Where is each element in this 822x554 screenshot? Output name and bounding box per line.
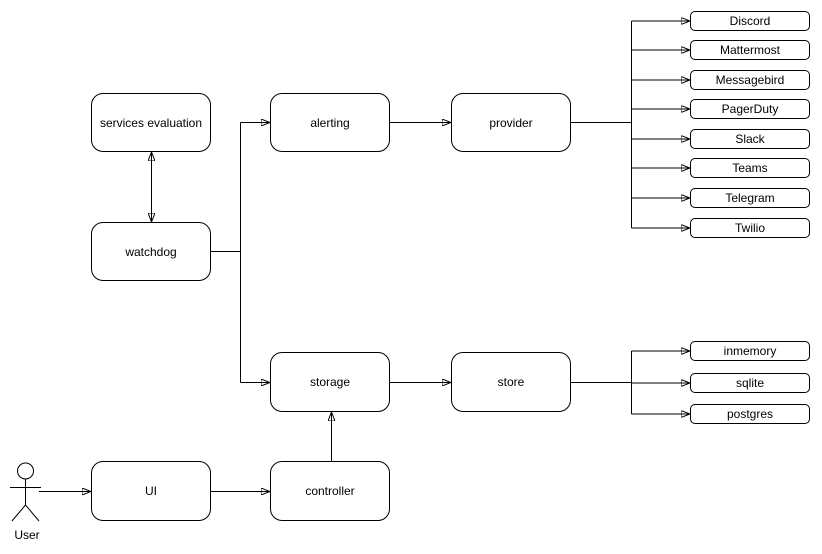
node-store-inmemory: inmemory [690,341,810,361]
node-watchdog: watchdog [91,222,211,281]
node-store-label: store [497,375,525,389]
node-ui: UI [91,461,211,521]
node-controller-label: controller [305,484,355,498]
node-ui-label: UI [145,484,157,498]
node-provider-mattermost: Mattermost [690,40,810,60]
node-provider: provider [451,93,571,152]
node-controller: controller [270,461,390,521]
node-provider-slack: Slack [690,129,810,149]
user-actor-label: User [14,528,40,542]
node-watchdog-label: watchdog [125,244,177,259]
node-store-sqlite-label: sqlite [735,376,764,390]
node-provider-messagebird-label: Messagebird [715,73,785,87]
node-provider-discord-label: Discord [729,14,771,28]
node-provider-messagebird: Messagebird [690,70,810,90]
node-storage-label: storage [309,375,351,389]
node-provider-twilio-label: Twilio [734,221,765,235]
node-provider-teams: Teams [690,158,810,178]
node-provider-teams-label: Teams [732,161,768,175]
node-provider-telegram: Telegram [690,188,810,208]
node-services-evaluation-label: services evaluation [99,115,203,130]
node-alerting-label: alerting [310,115,350,130]
node-storage: storage [270,352,390,412]
node-store-sqlite: sqlite [690,373,810,393]
node-store-inmemory-label: inmemory [723,344,777,358]
node-provider-pagerduty-label: PagerDuty [721,102,779,116]
node-provider-pagerduty: PagerDuty [690,99,810,119]
node-provider-slack-label: Slack [735,132,765,146]
node-alerting: alerting [270,93,390,152]
node-store: store [451,352,571,412]
user-actor-icon [10,462,41,522]
node-provider-twilio: Twilio [690,218,810,238]
node-provider-telegram-label: Telegram [725,191,775,205]
node-store-postgres: postgres [690,404,810,424]
node-provider-discord: Discord [690,11,810,31]
node-store-postgres-label: postgres [726,407,774,421]
node-services-evaluation: services evaluation [91,93,211,152]
node-provider-mattermost-label: Mattermost [719,43,780,57]
node-provider-label: provider [489,115,533,130]
